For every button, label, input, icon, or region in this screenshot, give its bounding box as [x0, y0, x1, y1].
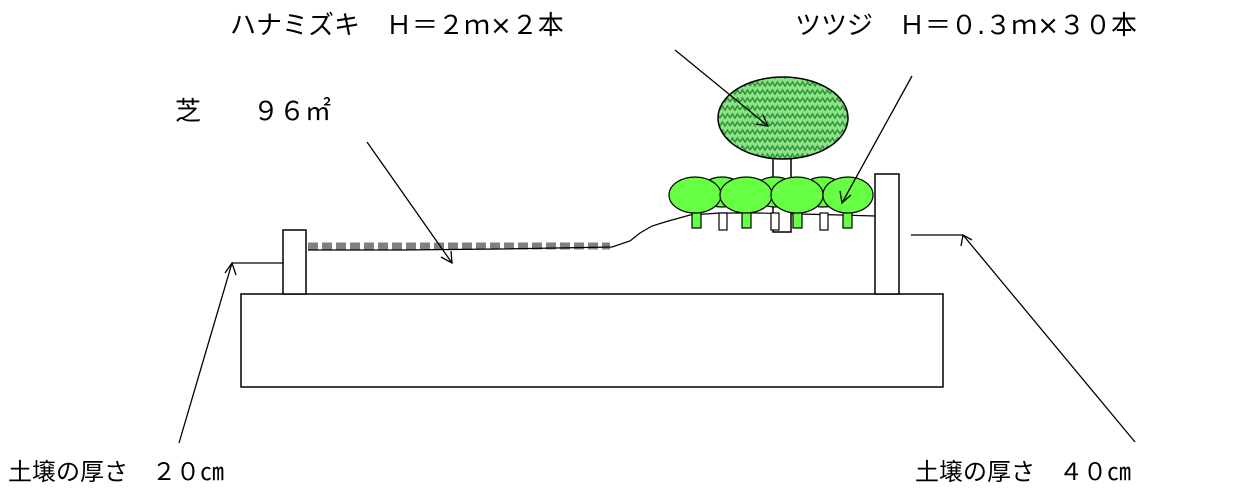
- right-edge-post: [874, 173, 900, 295]
- soil-left-leader: [178, 261, 283, 444]
- tsutsuji-stem-back: [819, 212, 829, 231]
- shiba-leader: [366, 141, 453, 265]
- soil-thickness-left-label: 土壌の厚さ ２０㎝: [8, 458, 224, 486]
- hanamizuki-leader: [674, 49, 770, 127]
- planter-base: [240, 293, 944, 388]
- tsutsuji-label: ツツジ Ｈ＝０.３ｍ×３０本: [795, 11, 1137, 41]
- soil-right-leader: [911, 233, 1136, 443]
- tsutsuji-canopy: [770, 176, 824, 214]
- tsutsuji-canopy: [668, 176, 722, 214]
- tsutsuji-stem-back: [718, 212, 728, 231]
- shiba-label: 芝 ９６㎡: [175, 97, 331, 127]
- tsutsuji-canopy: [822, 176, 874, 214]
- hanamizuki-label: ハナミズキ Ｈ＝２ｍ×２本: [230, 11, 564, 41]
- hanamizuki-canopy: [717, 76, 849, 160]
- tsutsuji-canopy: [719, 176, 773, 214]
- tsutsuji-leader: [839, 75, 913, 205]
- tsutsuji-stem-back: [770, 212, 780, 231]
- soil-thickness-right-label: 土壌の厚さ ４０㎝: [915, 458, 1131, 486]
- left-edge-post: [282, 229, 307, 295]
